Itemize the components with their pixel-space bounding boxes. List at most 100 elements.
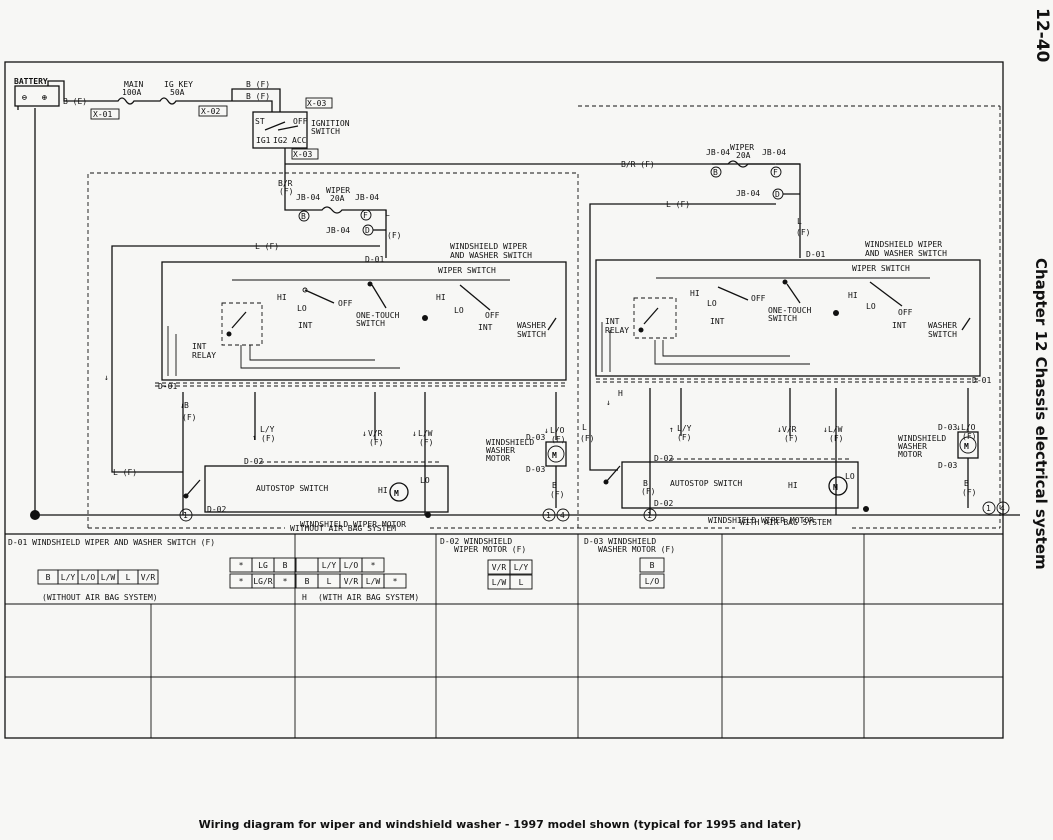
svg-text:JB-04: JB-04: [326, 226, 350, 235]
wiper-washer-switch-left: [161, 261, 567, 381]
svg-text:WASHER: WASHER: [486, 446, 515, 455]
svg-text:(F): (F): [550, 490, 564, 499]
section-with-airbag: WITH AIR BAG SYSTEM JB-04 WIPER 20A JB-0…: [578, 105, 1010, 529]
svg-text:OFF: OFF: [338, 299, 353, 308]
svg-text:LO: LO: [707, 299, 717, 308]
svg-text:WINDSHIELD WIPER: WINDSHIELD WIPER: [865, 240, 942, 249]
d02-pin-cell: [509, 574, 533, 590]
wiper-washer-switch-right: [595, 259, 981, 377]
svg-text:WIPER MOTOR (F): WIPER MOTOR (F): [454, 545, 526, 554]
svg-text:INT: INT: [710, 317, 725, 326]
svg-text:WIPER: WIPER: [326, 186, 350, 195]
d03-pin-label: B: [650, 561, 655, 570]
d01-without-pin-label: L/W: [101, 573, 116, 582]
battery: BATTERY ⊖ ⊕: [14, 77, 60, 107]
svg-text:MOTOR: MOTOR: [486, 454, 510, 463]
page-number: 12-40: [1032, 8, 1052, 63]
d01-without-pin-label: B: [46, 573, 51, 582]
svg-text:IG2: IG2: [273, 136, 288, 145]
svg-text:INT: INT: [892, 321, 907, 330]
svg-text:D-02: D-02: [654, 499, 673, 508]
svg-text:OFF: OFF: [898, 308, 913, 317]
d02-pin-label: L: [519, 578, 524, 587]
svg-text:D-01: D-01: [806, 250, 825, 259]
svg-text:L/O: L/O: [961, 423, 976, 432]
wiper-motor-left: [204, 465, 449, 513]
svg-text:INT: INT: [298, 321, 313, 330]
svg-text:ONE-TOUCH: ONE-TOUCH: [356, 311, 400, 320]
d02-pin-label: V/R: [492, 563, 507, 572]
svg-text:JB-04: JB-04: [355, 193, 379, 202]
svg-text:RELAY: RELAY: [605, 326, 629, 335]
svg-text:LO: LO: [420, 476, 430, 485]
svg-text:D-01 WINDSHIELD WIPER AND WASH: D-01 WINDSHIELD WIPER AND WASHER SWITCH …: [8, 538, 215, 547]
section-without-airbag: WITHOUT AIR BAG SYSTEM B/R (F) JB-04 WIP…: [87, 164, 579, 533]
d01-without-pin-label: V/R: [141, 573, 156, 582]
svg-text:B: B: [552, 481, 557, 490]
svg-text:L/Y: L/Y: [677, 424, 692, 433]
svg-text:⊖: ⊖: [22, 93, 27, 102]
svg-text:JB-04: JB-04: [736, 189, 760, 198]
svg-text:AUTOSTOP SWITCH: AUTOSTOP SWITCH: [256, 484, 328, 493]
d01-with-bottom-pin-label: LG/R: [253, 577, 272, 586]
svg-text:(F): (F): [641, 487, 655, 496]
svg-text:(F): (F): [551, 435, 565, 444]
svg-text:WIPER: WIPER: [730, 143, 754, 152]
svg-text:INT: INT: [605, 317, 620, 326]
svg-text:HI: HI: [690, 289, 700, 298]
svg-text:M: M: [833, 483, 838, 492]
d01-with-top-pin-cell: [361, 557, 385, 573]
svg-text:B/R (F): B/R (F): [621, 160, 655, 169]
svg-text:WASHER MOTOR (F): WASHER MOTOR (F): [598, 545, 675, 554]
d01-with-bottom-pin-label: *: [393, 577, 398, 586]
svg-text:↓: ↓: [956, 423, 961, 432]
svg-text:WASHER: WASHER: [898, 442, 927, 451]
svg-text:V/R: V/R: [368, 429, 383, 438]
svg-text:B: B: [964, 479, 969, 488]
svg-text:(F): (F): [387, 231, 401, 240]
svg-text:SWITCH: SWITCH: [311, 127, 340, 136]
svg-text:(F): (F): [796, 228, 810, 237]
d01-with-top-pin-label: L/O: [344, 561, 359, 570]
figure-caption: Wiring diagram for wiper and windshield …: [198, 818, 802, 831]
svg-text:M: M: [964, 442, 969, 451]
svg-text:(F): (F): [419, 438, 433, 447]
svg-text:(F): (F): [962, 432, 976, 441]
svg-text:HI: HI: [788, 481, 798, 490]
svg-text:D-03: D-03: [938, 461, 957, 470]
ground-symbol: [30, 510, 40, 520]
svg-text:BATTERY: BATTERY: [14, 77, 48, 86]
svg-text:SWITCH: SWITCH: [928, 330, 957, 339]
svg-text:SWITCH: SWITCH: [356, 319, 385, 328]
chapter-title: Chapter 12 Chassis electrical system: [1032, 258, 1050, 570]
svg-text:JB-04: JB-04: [762, 148, 786, 157]
svg-text:WITHOUT AIR BAG SYSTEM: WITHOUT AIR BAG SYSTEM: [290, 524, 396, 533]
svg-text:WIPER SWITCH: WIPER SWITCH: [438, 266, 496, 275]
svg-text:D-02: D-02: [244, 457, 263, 466]
svg-text:↓: ↓: [606, 398, 611, 407]
svg-text:LO: LO: [866, 302, 876, 311]
svg-text:↑: ↑: [669, 425, 674, 434]
svg-text:WINDSHIELD: WINDSHIELD: [486, 438, 534, 447]
svg-text:4: 4: [1000, 504, 1005, 513]
svg-text:20A: 20A: [736, 151, 751, 160]
svg-text:(F): (F): [279, 187, 293, 196]
svg-text:HI: HI: [848, 291, 858, 300]
svg-text:OFF: OFF: [751, 294, 766, 303]
svg-text:B: B: [713, 168, 718, 177]
svg-text:IG KEY: IG KEY: [164, 80, 193, 89]
svg-text:(WITH AIR BAG SYSTEM): (WITH AIR BAG SYSTEM): [318, 593, 419, 602]
svg-text:OFF: OFF: [293, 117, 308, 126]
d01-with-bottom-pin-label: V/R: [344, 577, 359, 586]
svg-text:⊕: ⊕: [42, 93, 47, 102]
svg-text:X-03: X-03: [293, 150, 312, 159]
ignition-switch: ST OFF IG1 IG2 ACC: [252, 111, 308, 149]
svg-text:WASHER: WASHER: [928, 321, 957, 330]
svg-text:X-02: X-02: [201, 107, 220, 116]
svg-text:D: D: [775, 190, 780, 199]
svg-text:WINDSHIELD WIPER MOTOR: WINDSHIELD WIPER MOTOR: [708, 516, 814, 525]
svg-text:H: H: [302, 593, 307, 602]
d01-without-pin-label: L/O: [81, 573, 96, 582]
